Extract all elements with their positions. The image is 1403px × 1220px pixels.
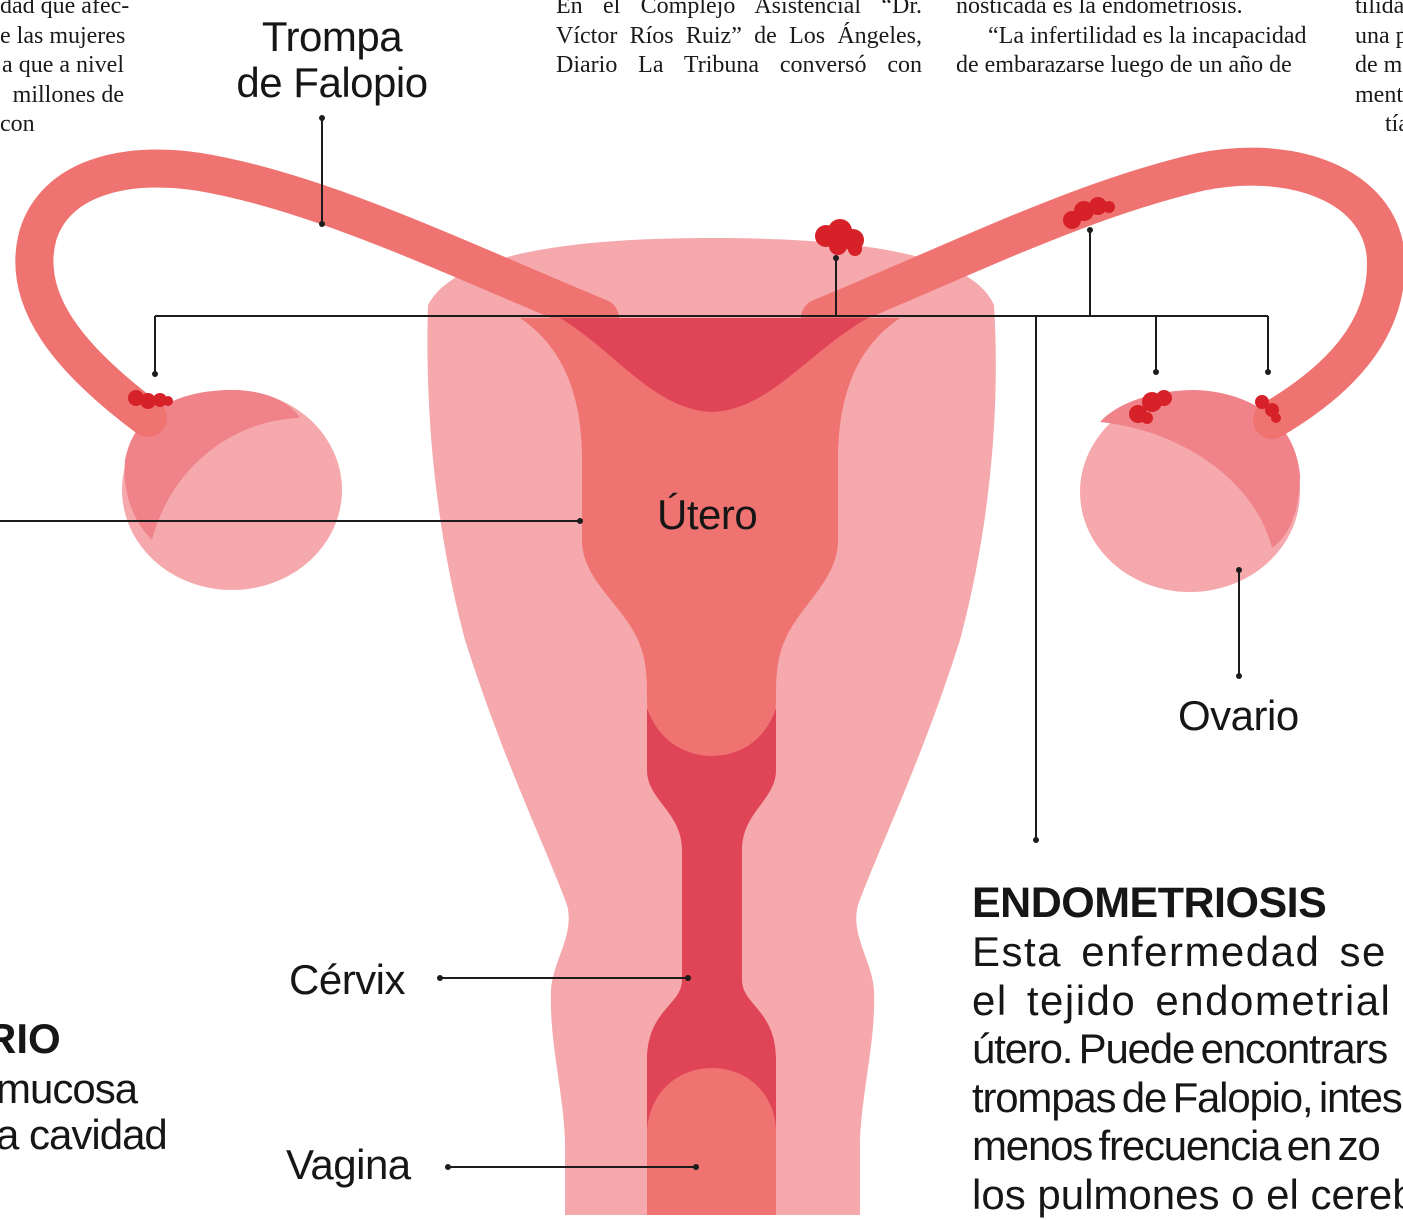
endometriosis-description: Esta enfermedad se p el tejido endometri… [972, 928, 1403, 1220]
label-vagina: Vagina [286, 1142, 411, 1188]
label-fallopian-tube-line2: de Falopio [234, 60, 430, 106]
endometrium-title: RIO [0, 1016, 61, 1062]
label-cervix: Cérvix [289, 957, 405, 1003]
label-fallopian-tube: Trompa de Falopio [234, 14, 430, 106]
endometriosis-line: menos frecuencia en zo [972, 1122, 1403, 1171]
endometrium-line: mucosa [0, 1066, 167, 1112]
endometriosis-line: Esta enfermedad se p [972, 928, 1403, 977]
label-uterus: Útero [657, 492, 757, 538]
endometrium-line: a cavidad [0, 1112, 167, 1158]
endometriosis-line: el tejido endometrial c [972, 977, 1403, 1026]
endometriosis-line: los pulmones o el cereb [972, 1171, 1403, 1220]
endometriosis-line: útero. Puede encontrars [972, 1025, 1403, 1074]
label-ovary: Ovario [1178, 693, 1299, 739]
endometriosis-line: trompas de Falopio, intes [972, 1074, 1403, 1123]
vagina-inner [647, 1068, 776, 1215]
label-fallopian-tube-line1: Trompa [234, 14, 430, 60]
endometrium-description: mucosa a cavidad [0, 1066, 167, 1158]
endometriosis-title: ENDOMETRIOSIS [972, 880, 1326, 926]
